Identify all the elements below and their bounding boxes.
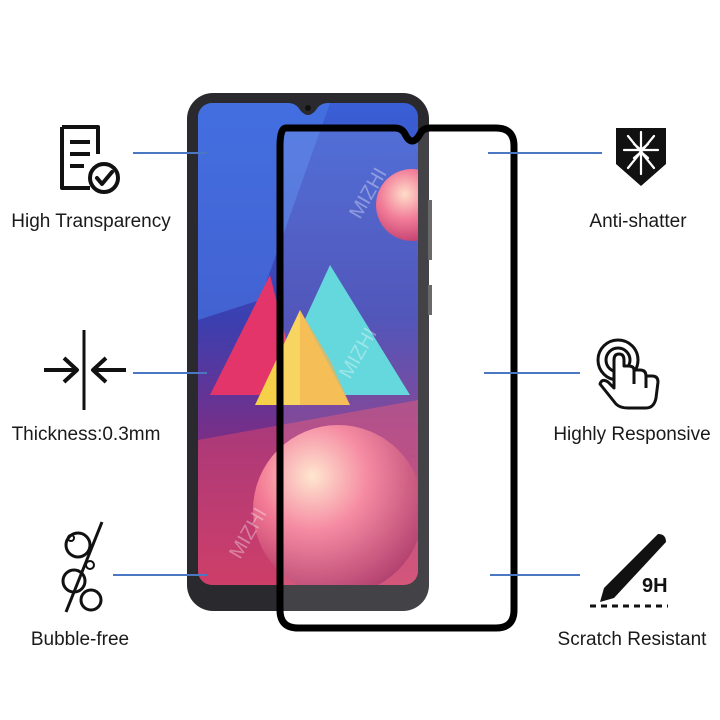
- connector-line: [484, 372, 580, 374]
- feature-label-anti-shatter: Anti-shatter: [589, 211, 687, 232]
- pen-scratch-icon: [590, 534, 668, 608]
- feature-label-high-transparency: High Transparency: [11, 211, 171, 232]
- feature-label-thickness: Thickness:0.3mm: [11, 424, 161, 445]
- phone-side-button: [428, 200, 432, 260]
- screen-protector-glass: [276, 124, 518, 632]
- connector-line: [133, 372, 207, 374]
- connector-line: [488, 152, 602, 154]
- feature-label-scratch-resistant: Scratch Resistant: [557, 629, 707, 650]
- connector-line: [133, 152, 207, 154]
- touch-hand-icon: [596, 338, 660, 410]
- document-check-icon: [60, 125, 120, 194]
- phone-side-button: [428, 285, 432, 315]
- connector-line: [490, 574, 580, 576]
- shield-crack-icon: [616, 128, 666, 186]
- feature-label-bubble-free: Bubble-free: [30, 629, 130, 650]
- thickness-arrows-icon: [44, 330, 126, 410]
- bubble-free-icon: [61, 521, 104, 613]
- connector-line: [113, 574, 207, 576]
- feature-label-highly-responsive: Highly Responsive: [553, 424, 711, 445]
- hardness-badge: 9H: [642, 575, 668, 597]
